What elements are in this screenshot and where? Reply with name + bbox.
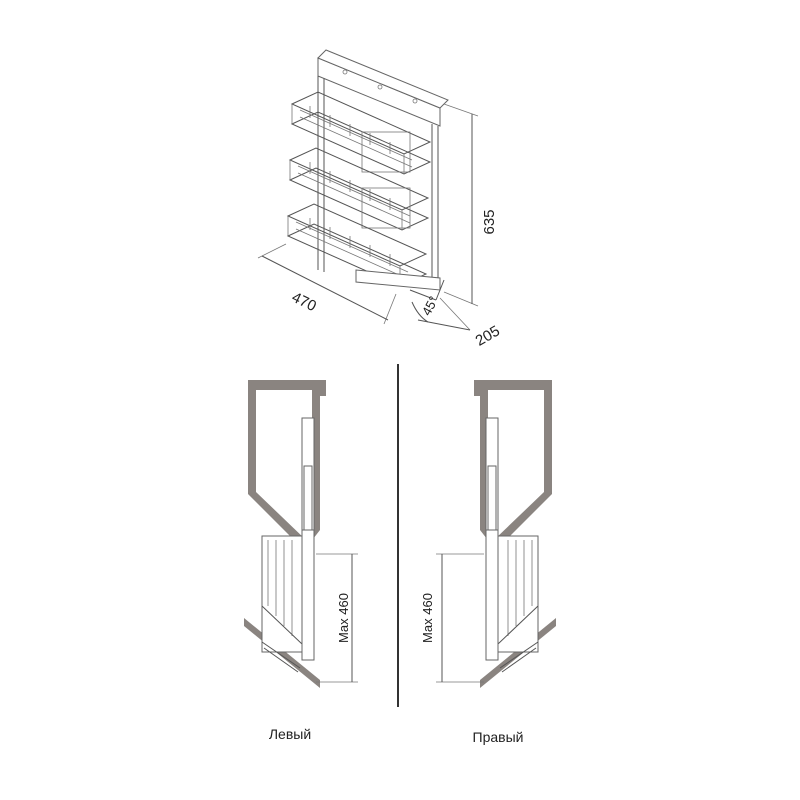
- isometric-basket-view: [286, 49, 449, 301]
- right-caption: Правый: [473, 729, 524, 745]
- right-max-extension-label: Max 460: [420, 593, 435, 643]
- basket-tier-3: [286, 203, 428, 287]
- dimension-height: 635: [443, 103, 498, 307]
- right-installation-view: Max 460: [420, 380, 556, 688]
- basket-tier-1: [290, 91, 432, 175]
- left-installation-view: Max 460: [244, 380, 358, 688]
- left-max-extension-label: Max 460: [336, 593, 351, 643]
- basket-tier-2: [288, 147, 430, 231]
- height-label: 635: [481, 209, 498, 234]
- angle-label: 45°: [419, 294, 441, 318]
- left-caption: Левый: [269, 726, 311, 742]
- width-label: 470: [289, 289, 319, 315]
- depth-label: 205: [473, 322, 503, 349]
